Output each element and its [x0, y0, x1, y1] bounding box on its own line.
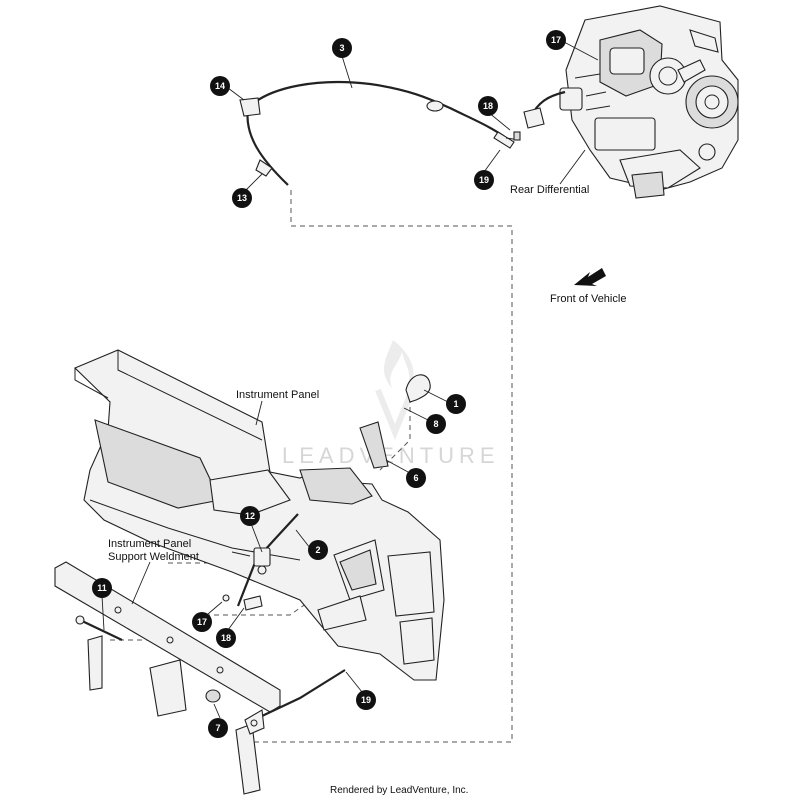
- svg-text:14: 14: [215, 81, 225, 91]
- callout-6[interactable]: 6: [406, 468, 426, 488]
- shift-knob: [405, 374, 431, 403]
- callout-7[interactable]: 7: [208, 718, 228, 738]
- callout-19-rear[interactable]: 19: [474, 170, 494, 190]
- callout-17-rear[interactable]: 17: [546, 30, 566, 50]
- svg-text:17: 17: [551, 35, 561, 45]
- svg-text:17: 17: [197, 617, 207, 627]
- svg-text:13: 13: [237, 193, 247, 203]
- shift-cable: [239, 81, 515, 186]
- callout-8[interactable]: 8: [426, 414, 446, 434]
- rear-differential: [523, 5, 739, 199]
- support-weldment-label-line2: Support Weldment: [108, 551, 199, 563]
- leadventure-watermark-icon: [375, 340, 415, 440]
- callout-2[interactable]: 2: [308, 540, 328, 560]
- svg-text:3: 3: [339, 43, 344, 53]
- callout-14[interactable]: 14: [210, 76, 230, 96]
- svg-text:7: 7: [215, 723, 220, 733]
- rear-differential-label: Rear Differential: [510, 184, 589, 196]
- svg-text:1: 1: [453, 399, 458, 409]
- front-direction-arrow-icon: [574, 268, 606, 286]
- callout-18-rear[interactable]: 18: [478, 96, 498, 116]
- nut: [205, 689, 221, 703]
- shift-lever: [222, 513, 299, 611]
- watermark-text: LEADVENTURE: [282, 443, 500, 468]
- shift-bracket: [359, 421, 389, 469]
- instrument-panel-label: Instrument Panel: [236, 389, 319, 401]
- footer-credit: Rendered by LeadVenture, Inc.: [330, 785, 468, 796]
- callout-19-front[interactable]: 19: [356, 690, 376, 710]
- callout-13[interactable]: 13: [232, 188, 252, 208]
- svg-text:2: 2: [315, 545, 320, 555]
- callout-1[interactable]: 1: [446, 394, 466, 414]
- svg-text:18: 18: [221, 633, 231, 643]
- svg-text:19: 19: [361, 695, 371, 705]
- callout-11[interactable]: 11: [92, 578, 112, 598]
- callout-17-front[interactable]: 17: [192, 612, 212, 632]
- lower-cable-end: [244, 669, 346, 735]
- instrument-panel-support-weldment: [54, 561, 281, 795]
- svg-text:12: 12: [245, 511, 255, 521]
- support-weldment-label-line1: Instrument Panel: [108, 538, 191, 550]
- callout-12[interactable]: 12: [240, 506, 260, 526]
- front-of-vehicle-label: Front of Vehicle: [550, 293, 626, 305]
- svg-text:19: 19: [479, 175, 489, 185]
- callout-18-front[interactable]: 18: [216, 628, 236, 648]
- svg-text:8: 8: [433, 419, 438, 429]
- pivot-bolt: [75, 615, 123, 641]
- svg-text:18: 18: [483, 101, 493, 111]
- cable-end-fittings: [505, 131, 521, 141]
- callout-3[interactable]: 3: [332, 38, 352, 58]
- svg-text:6: 6: [413, 473, 418, 483]
- svg-text:11: 11: [97, 583, 107, 593]
